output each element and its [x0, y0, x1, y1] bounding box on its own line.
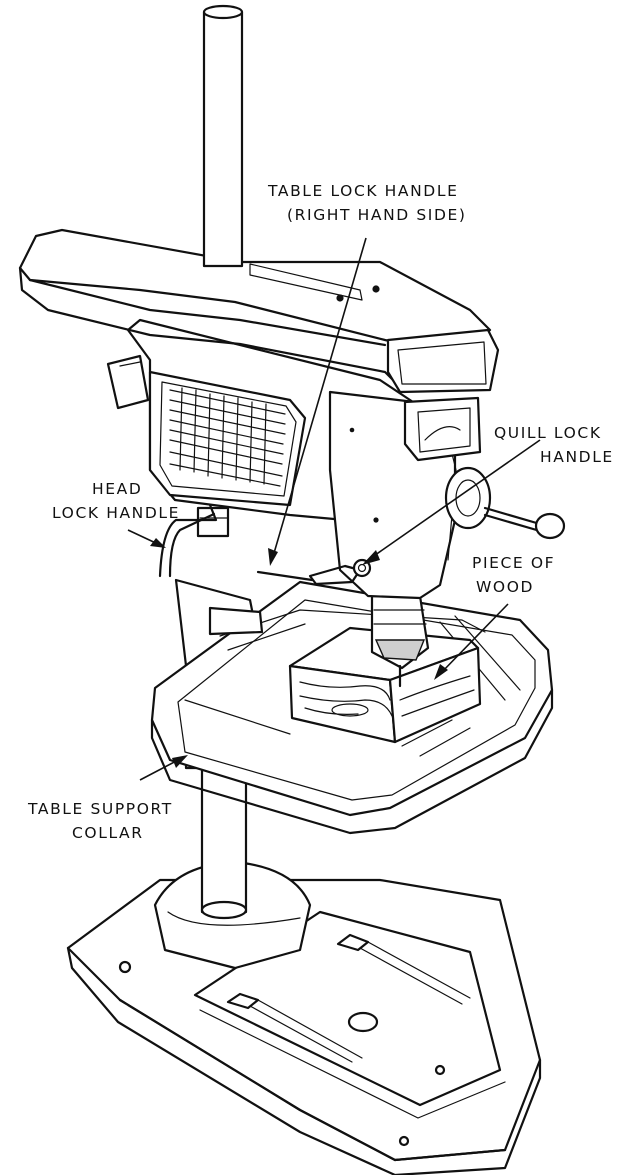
arrow-table-lock: [268, 548, 278, 566]
label-quill-lock-line1: QUILL LOCK: [494, 424, 602, 442]
leader-wood: [439, 603, 509, 675]
label-collar-line1: TABLE SUPPORT: [27, 800, 173, 818]
label-table-lock-line2: (RIGHT HAND SIDE): [287, 206, 467, 224]
label-wood-line1: PIECE OF: [472, 554, 555, 572]
label-head-lock-line1: HEAD: [92, 480, 142, 498]
column-top: [202, 4, 244, 268]
arrow-head-lock: [150, 538, 166, 548]
label-collar-line2: COLLAR: [72, 824, 144, 842]
leader-lines: [127, 237, 541, 781]
leader-table-lock: [271, 237, 367, 561]
head-lock-handle[interactable]: [158, 503, 230, 578]
speed-chart-grid: [169, 387, 286, 487]
labels: TABLE LOCK HANDLE (RIGHT HAND SIDE) QUIL…: [27, 182, 614, 842]
leader-quill-lock: [367, 439, 541, 561]
piece-of-wood: [288, 626, 482, 744]
arrow-wood: [434, 664, 448, 680]
arrow-quill-lock: [362, 550, 380, 565]
head-unit: [18, 228, 500, 600]
label-head-lock-line2: LOCK HANDLE: [52, 504, 180, 522]
quill-lock-handle[interactable]: [308, 558, 372, 586]
label-quill-lock-line2: HANDLE: [540, 448, 614, 466]
feed-handle[interactable]: [483, 506, 566, 540]
label-table-lock-line1: TABLE LOCK HANDLE: [267, 182, 458, 200]
arrow-collar: [172, 755, 188, 768]
base: [66, 860, 542, 1175]
label-wood-line2: WOOD: [476, 578, 534, 596]
table-lock-handle[interactable]: [256, 570, 314, 582]
